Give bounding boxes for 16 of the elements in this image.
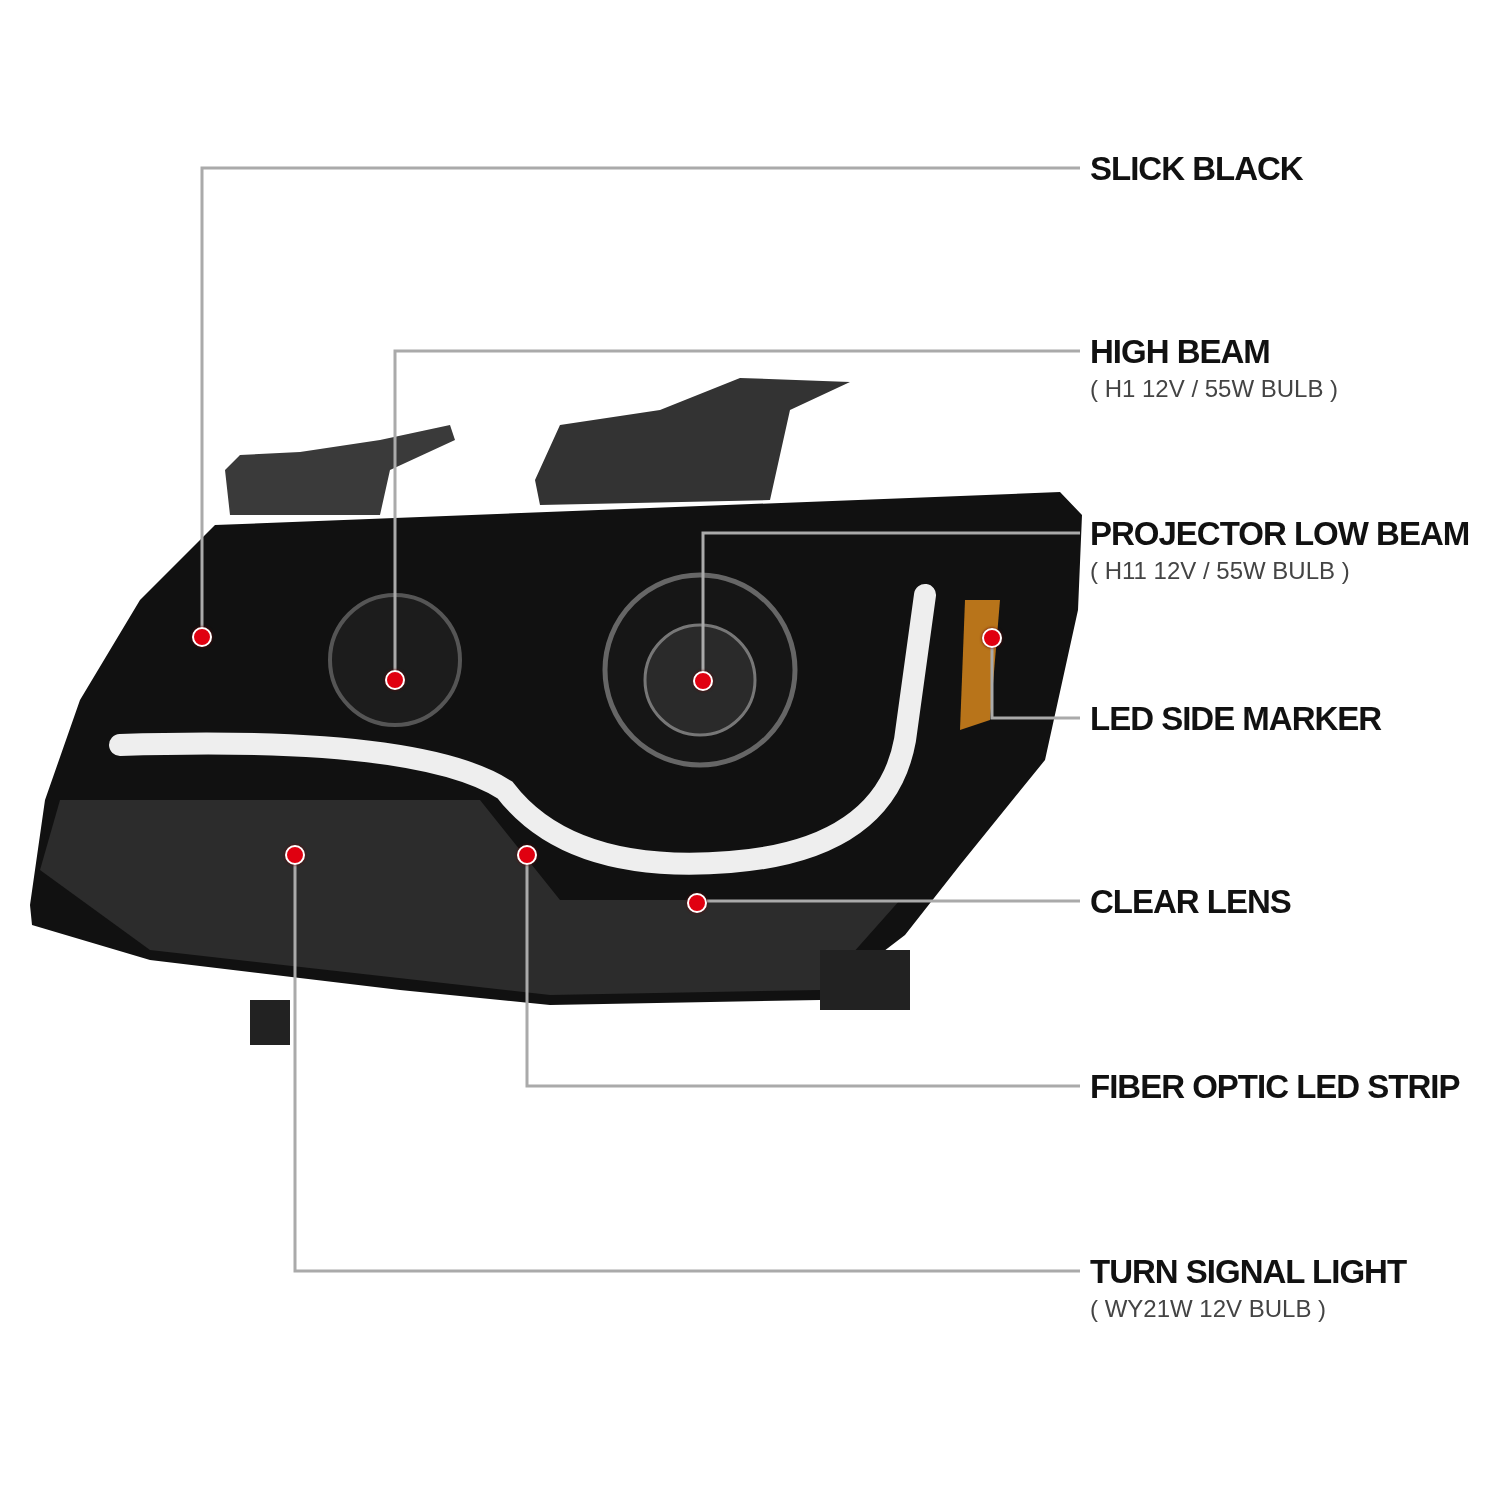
bulb-spec: ( H1 12V / 55W BULB ) xyxy=(1090,375,1339,403)
leader-line xyxy=(393,349,1080,670)
part-label: LED SIDE MARKER xyxy=(1090,700,1382,738)
leader-line xyxy=(707,899,1080,903)
leader-line xyxy=(525,865,1080,1088)
part-label: FIBER OPTIC LED STRIP xyxy=(1090,1068,1460,1106)
part-label: HIGH BEAM xyxy=(1090,333,1271,371)
bulb-spec: ( H11 12V / 55W BULB ) xyxy=(1090,557,1351,585)
part-label: PROJECTOR LOW BEAM xyxy=(1090,515,1470,553)
part-label: SLICK BLACK xyxy=(1090,150,1303,188)
leader-line xyxy=(701,531,1080,671)
bulb-spec: ( WY21W 12V BULB ) xyxy=(1090,1295,1328,1323)
part-label: TURN SIGNAL LIGHT xyxy=(1090,1253,1407,1291)
leader-line xyxy=(200,166,1080,627)
part-label: CLEAR LENS xyxy=(1090,883,1291,921)
leader-line xyxy=(293,865,1080,1273)
